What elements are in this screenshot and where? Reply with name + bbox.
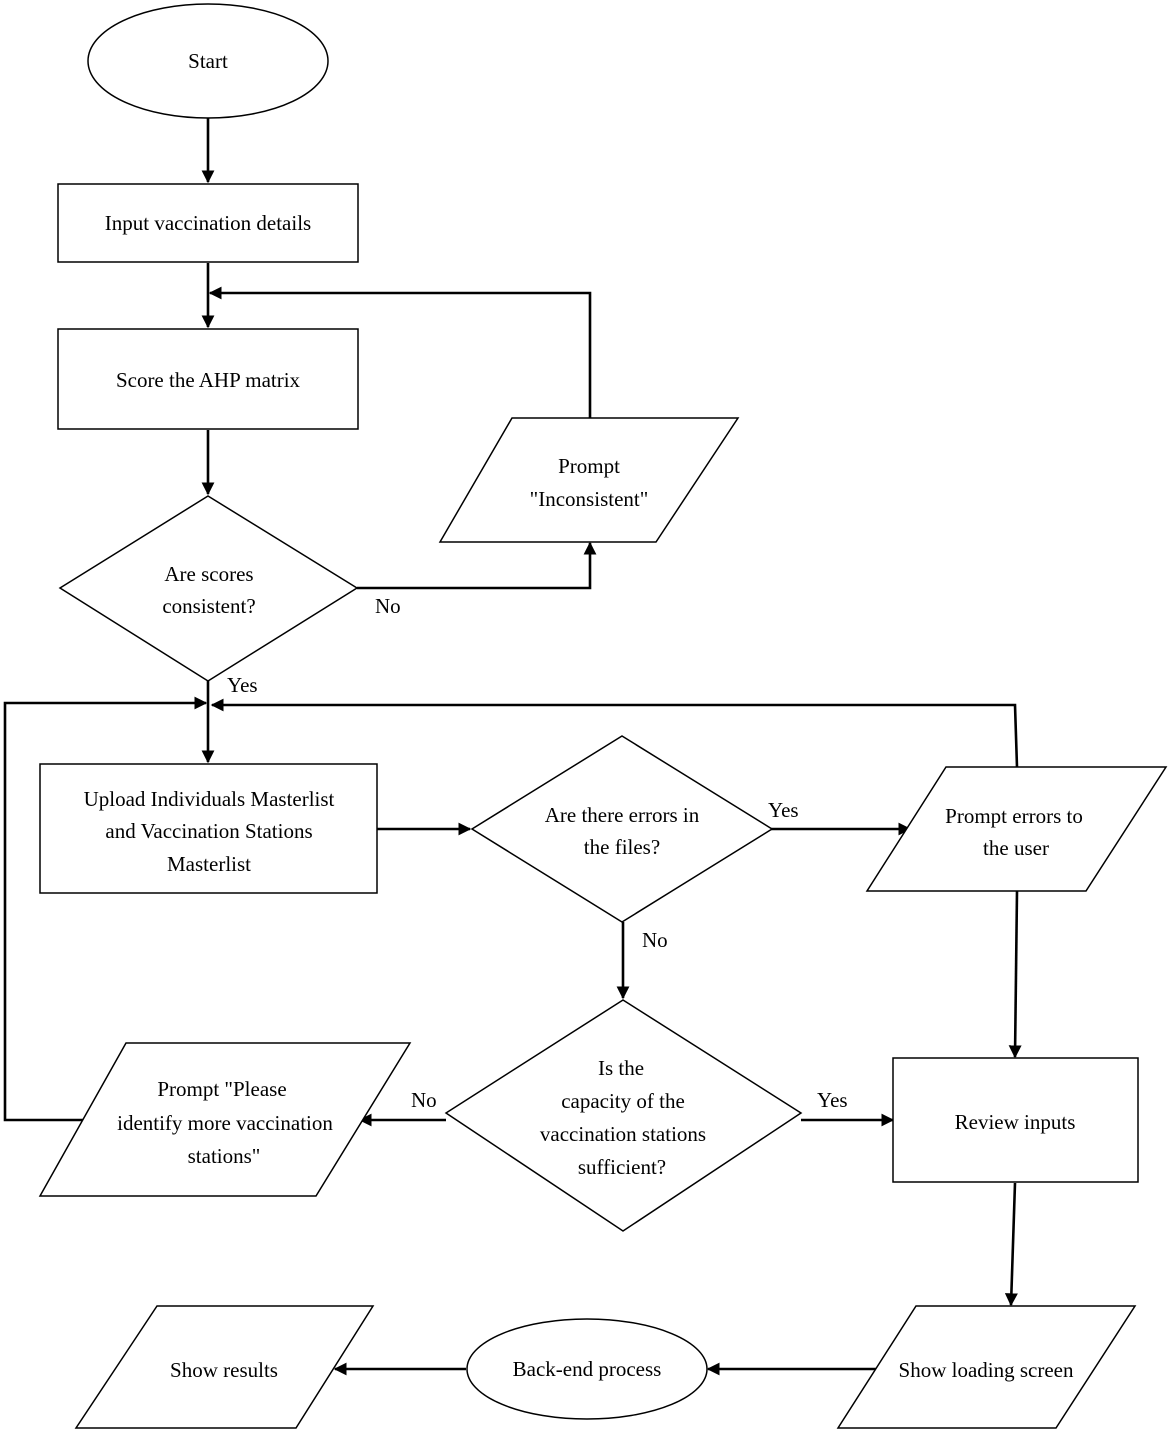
node-errors-decision: Are there errors in the files? [470, 735, 774, 923]
edge-more-stations-loop [3, 696, 208, 1122]
node-prompt-errors-label-2: the user [983, 836, 1049, 860]
edge-errors-to-review [1008, 890, 1022, 1059]
node-start-label: Start [188, 49, 228, 73]
node-consistent-label-1: Are scores [164, 562, 253, 586]
node-input-details-label: Input vaccination details [105, 211, 311, 235]
label-consistent-yes: Yes [227, 673, 258, 697]
node-capacity-label-3: vaccination stations [540, 1122, 706, 1146]
edge-labels: No Yes Yes No No Yes [227, 594, 848, 1112]
edge-inconsistent-loop [208, 286, 592, 418]
node-errors-label-2: the files? [584, 835, 660, 859]
node-prompt-more-stations: Prompt "Please identify more vaccination… [38, 1042, 412, 1197]
edge-errors-loop [210, 698, 1019, 768]
node-prompt-inconsistent-label-1: Prompt [558, 454, 620, 478]
label-capacity-yes: Yes [817, 1088, 848, 1112]
node-prompt-more-stations-label-2: identify more vaccination [117, 1111, 333, 1135]
node-capacity-label-4: sufficient? [578, 1155, 666, 1179]
node-upload: Upload Individuals Masterlist and Vaccin… [39, 763, 378, 894]
label-errors-no: No [642, 928, 668, 952]
node-loading-label: Show loading screen [899, 1358, 1074, 1382]
node-review-label: Review inputs [955, 1110, 1076, 1134]
node-results-label: Show results [170, 1358, 278, 1382]
node-consistent-label-2: consistent? [162, 594, 255, 618]
edge-consistent-no [357, 541, 597, 590]
label-consistent-no: No [375, 594, 401, 618]
node-score-matrix-label: Score the AHP matrix [116, 368, 301, 392]
node-prompt-more-stations-label-1: Prompt "Please [157, 1077, 286, 1101]
node-prompt-errors: Prompt errors to the user [865, 766, 1168, 892]
node-upload-label-2: and Vaccination Stations [105, 819, 312, 843]
node-errors-label-1: Are there errors in [545, 803, 700, 827]
label-errors-yes: Yes [768, 798, 799, 822]
node-review: Review inputs [892, 1057, 1139, 1183]
node-upload-label-3: Masterlist [167, 852, 251, 876]
node-results: Show results [74, 1305, 375, 1429]
node-input-details: Input vaccination details [57, 183, 359, 263]
connectors [3, 118, 1022, 1376]
node-prompt-inconsistent-label-2: "Inconsistent" [530, 487, 649, 511]
node-backend-label: Back-end process [513, 1357, 662, 1381]
node-start: Start [87, 3, 329, 119]
edge-review-to-loading [1004, 1182, 1018, 1307]
node-upload-label-1: Upload Individuals Masterlist [84, 787, 335, 811]
node-prompt-inconsistent: Prompt "Inconsistent" [438, 417, 740, 543]
label-capacity-no: No [411, 1088, 437, 1112]
node-backend: Back-end process [466, 1318, 708, 1420]
node-capacity-label-1: Is the [598, 1056, 644, 1080]
node-consistent-decision: Are scores consistent? [58, 495, 359, 682]
node-loading: Show loading screen [836, 1305, 1137, 1429]
node-score-matrix: Score the AHP matrix [57, 328, 359, 430]
node-capacity-label-2: capacity of the [561, 1089, 685, 1113]
node-capacity-decision: Is the capacity of the vaccination stati… [444, 999, 803, 1232]
node-prompt-errors-label-1: Prompt errors to [945, 804, 1083, 828]
node-prompt-more-stations-label-3: stations" [188, 1144, 261, 1168]
